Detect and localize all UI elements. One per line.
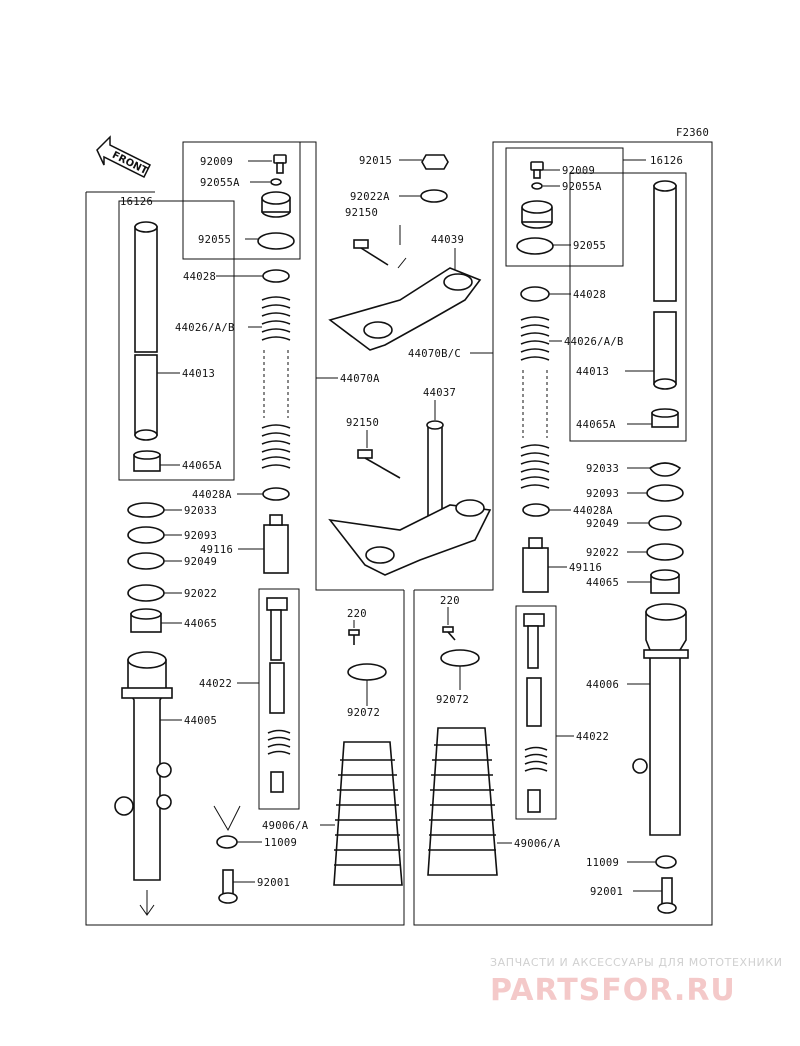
label-44070BC: 44070B/C [408,348,461,360]
label-44039: 44039 [431,234,464,246]
label-44013-left: 44013 [182,368,215,380]
label-92022-right: 92022 [586,547,619,559]
label-44065-right: 44065 [586,577,619,589]
label-92009-right: 92009 [562,165,595,177]
label-44013-right: 44013 [576,366,609,378]
left-spring-assembly [261,269,291,574]
label-44037: 44037 [423,387,456,399]
label-44022-left: 44022 [199,678,232,690]
right-outer-tube [632,603,689,836]
label-44028A-left: 44028A [192,489,232,501]
label-92072-left: 92072 [347,707,380,719]
left-inner-tube [133,221,161,472]
label-92015: 92015 [359,155,392,167]
diagram-code: F2360 [676,127,709,139]
part-labels: 92009 92055A 92055 16126 44028 44026/A/B… [120,155,683,898]
label-92055A-right: 92055A [562,181,602,193]
watermark-tagline: ЗАПЧАСТИ И АКСЕССУАРЫ ДЛЯ МОТОТЕХНИКИ [490,956,783,969]
label-44026AB-right: 44026/A/B [564,336,624,348]
label-92022A: 92022A [350,191,390,203]
label-92009: 92009 [200,156,233,168]
label-44026AB-left: 44026/A/B [175,322,235,334]
label-49006A-right: 49006/A [514,838,561,850]
label-92055A: 92055A [200,177,240,189]
label-92150-top: 92150 [345,207,378,219]
right-seals [646,462,684,594]
label-49116-right: 49116 [569,562,602,574]
label-92055-right: 92055 [573,240,606,252]
label-49006A-left: 49006/A [262,820,309,832]
right-inner-tube [651,180,679,428]
watermark: ЗАПЧАСТИ И АКСЕССУАРЫ ДЛЯ МОТОТЕХНИКИ PA… [490,956,783,1008]
leader-lines [157,159,662,892]
label-92049-left: 92049 [184,556,217,568]
label-92033-left: 92033 [184,505,217,517]
label-11009-right: 11009 [586,857,619,869]
label-44028-right: 44028 [573,289,606,301]
label-92093-right: 92093 [586,488,619,500]
watermark-logo-text: PARTSFOR.RU [490,973,736,1008]
label-44065A-left: 44065A [182,460,222,472]
label-16126-left: 16126 [120,196,153,208]
left-damper-rod [258,588,300,810]
fork-boots [333,727,498,886]
label-44028-left: 44028 [183,271,216,283]
top-bracket-group [328,154,482,351]
label-92001-left: 92001 [257,877,290,889]
right-cap-parts [516,161,554,255]
label-92150-lower: 92150 [346,417,379,429]
group-frames [85,141,713,926]
left-bottom-bolt [213,805,241,904]
label-44065-left: 44065 [184,618,217,630]
label-44070A: 44070A [340,373,380,385]
label-44065A-right: 44065A [576,419,616,431]
label-92093-left: 92093 [184,530,217,542]
label-16126-right: 16126 [650,155,683,167]
label-92022-left: 92022 [184,588,217,600]
left-cap-parts [257,154,295,250]
right-bottom-bolt [655,855,677,914]
stem-bracket-group [328,420,492,576]
label-92049-right: 92049 [586,518,619,530]
label-220-left: 220 [347,608,367,620]
label-44006: 44006 [586,679,619,691]
right-damper-rod [515,605,557,820]
label-49116-left: 49116 [200,544,233,556]
label-11009-left: 11009 [264,837,297,849]
label-220-right: 220 [440,595,460,607]
label-44028A-right: 44028A [573,505,613,517]
right-spring-assembly [520,286,550,593]
label-92001-right: 92001 [590,886,623,898]
label-92072-right: 92072 [436,694,469,706]
left-outer-tube [114,651,173,916]
label-92055: 92055 [198,234,231,246]
label-44005: 44005 [184,715,217,727]
front-arrow-icon: FRONT [96,135,152,179]
label-92033-right: 92033 [586,463,619,475]
label-44022-right: 44022 [576,731,609,743]
left-seals [127,502,165,633]
